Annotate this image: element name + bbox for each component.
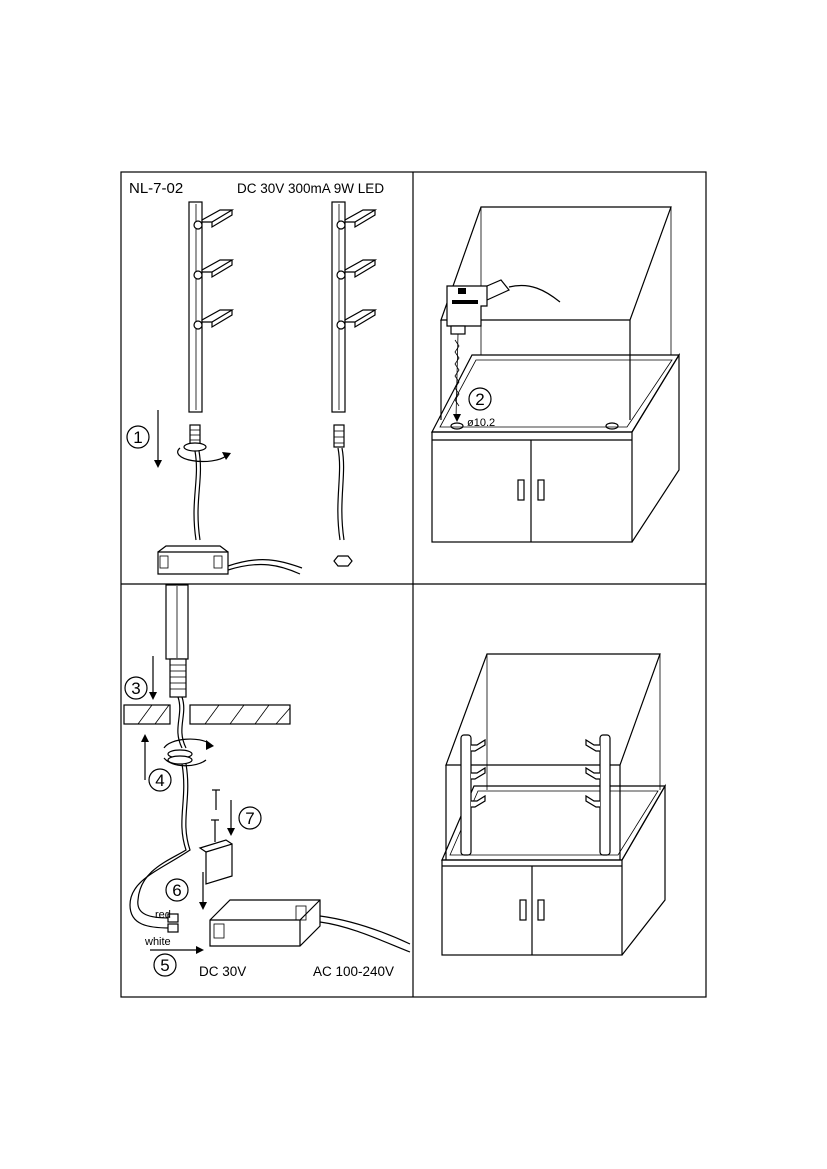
led-head [193, 259, 235, 280]
wire-white [129, 763, 191, 929]
screw-icon [211, 789, 220, 842]
rotate-arrow-icon [177, 447, 231, 463]
wire-white-label: white [144, 936, 171, 948]
drill-icon [446, 279, 561, 422]
drill-hole [450, 422, 464, 430]
led-head [193, 209, 235, 230]
threaded-stem-left [183, 424, 207, 452]
svg-text:2: 2 [475, 390, 484, 409]
wire-red-label: red [155, 909, 171, 921]
wire-red [137, 763, 187, 919]
svg-text:5: 5 [160, 956, 169, 975]
drill-hole [605, 422, 619, 430]
panel-wiring: 3 4 red white [123, 584, 411, 979]
model-number: NL-7-02 [129, 180, 183, 197]
panel-grid [120, 171, 707, 998]
pole-bottom [165, 584, 189, 698]
down-arrow-icon [154, 410, 162, 468]
light-pole-right [331, 201, 378, 413]
hex-nut-icon [333, 555, 353, 567]
cabinet-base [441, 783, 667, 956]
installed-pole-left [460, 734, 486, 856]
down-arrow-icon [227, 800, 235, 836]
svg-text:4: 4 [155, 771, 164, 790]
cabinet-base [431, 352, 681, 543]
up-arrow-icon [141, 734, 149, 780]
led-head [193, 309, 235, 330]
driver-box [157, 545, 303, 575]
spec-label: DC 30V 300mA 9W LED [237, 181, 384, 196]
down-arrow-icon [199, 872, 207, 910]
step-6-marker: 6 [165, 878, 189, 902]
step-5-marker: 5 [153, 953, 177, 977]
panel-installed [441, 653, 667, 956]
cabinet-glass-box [445, 653, 661, 860]
ac-input-label: AC 100-240V [313, 964, 394, 979]
hole-diameter-label: ø10.2 [467, 417, 495, 429]
shelf-section [123, 704, 291, 725]
step-1-marker: 1 [126, 425, 150, 449]
nut-fasten [167, 749, 193, 765]
led-head [336, 309, 378, 330]
driver-box [209, 899, 411, 953]
threaded-stem-right [333, 424, 345, 541]
svg-text:3: 3 [131, 679, 140, 698]
svg-text:6: 6 [172, 881, 181, 900]
svg-text:1: 1 [133, 428, 142, 447]
installed-pole-right [585, 734, 611, 856]
svg-text:7: 7 [245, 809, 254, 828]
led-head [336, 209, 378, 230]
step-4-marker: 4 [148, 768, 172, 792]
step-2-marker: 2 [468, 387, 492, 411]
terminal-cover [198, 839, 233, 885]
led-head [336, 259, 378, 280]
step-3-marker: 3 [124, 676, 148, 700]
panel-drilling: 2 ø10.2 [431, 206, 681, 543]
dc-output-label: DC 30V [199, 964, 246, 979]
step-7-marker: 7 [238, 806, 262, 830]
down-arrow-icon [149, 656, 157, 700]
rotate-arrow-icon [163, 738, 214, 767]
panel-product: NL-7-02 DC 30V 300mA 9W LED [126, 180, 384, 575]
light-pole-left [188, 201, 235, 413]
cabinet-glass-box [440, 206, 672, 420]
cable-through-shelf [177, 696, 183, 749]
cable-left [193, 450, 198, 541]
right-arrow-icon [150, 946, 204, 954]
